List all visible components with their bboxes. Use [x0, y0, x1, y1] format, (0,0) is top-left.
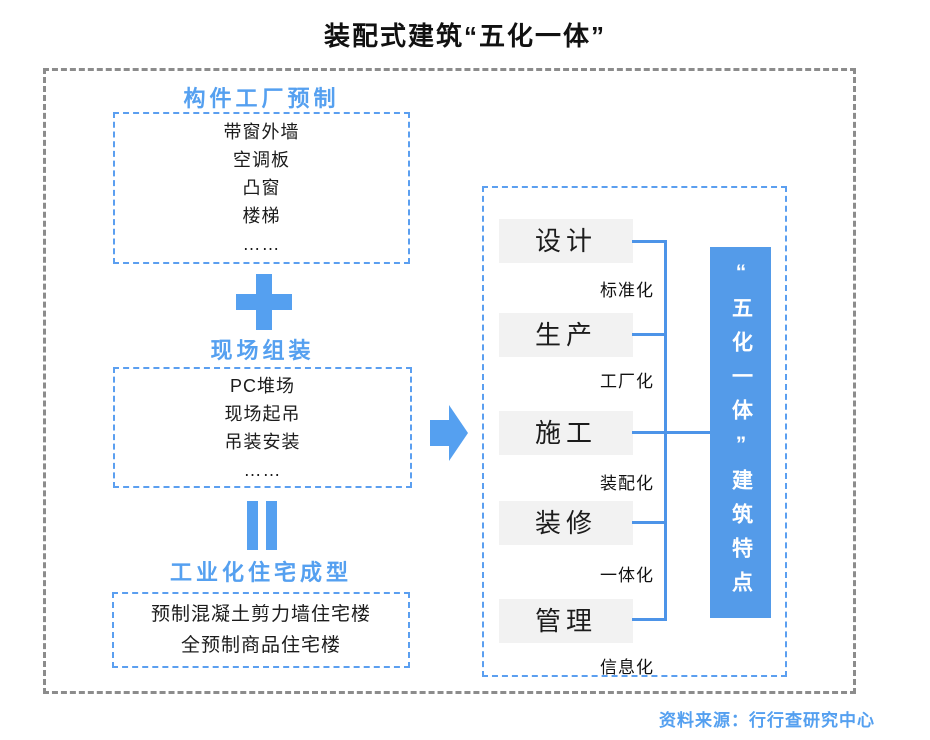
step-box-management: 管理	[499, 599, 633, 643]
stage-item: PC堆场	[229, 375, 295, 396]
equals-icon-bar	[266, 501, 277, 550]
stage-item: 现场起吊	[224, 403, 301, 424]
attr-label-integration: 一体化	[600, 566, 654, 585]
step-box-construction: 施工	[499, 411, 633, 455]
attr-label-factory: 工厂化	[600, 372, 654, 391]
stage-item: 空调板	[233, 150, 290, 170]
equals-icon	[247, 501, 277, 550]
connector-line-stub	[632, 333, 666, 336]
connector-line-stub	[632, 618, 666, 621]
step-box-decoration: 装修	[499, 501, 633, 545]
connector-line-to-result	[664, 431, 711, 434]
stage-item: 吊装安装	[224, 431, 301, 452]
stage-item: 全预制商品住宅楼	[180, 635, 341, 656]
stage-item: 带窗外墙	[223, 122, 300, 142]
stage-item: 预制混凝土剪力墙住宅楼	[150, 604, 371, 625]
stage-item-ellipsis: ……	[242, 234, 281, 254]
stage-item-ellipsis: ……	[243, 459, 282, 480]
source-note: 资料来源：行行查研究中心	[659, 711, 875, 730]
plus-icon-bar	[256, 274, 272, 330]
stage-item: 凸窗	[242, 178, 281, 198]
attr-label-information: 信息化	[600, 658, 654, 677]
attr-label-assembly: 装配化	[600, 474, 654, 493]
diagram-title: 装配式建筑“五化一体”	[323, 21, 606, 51]
stage-heading-site-assembly: 现场组装	[210, 338, 315, 363]
outer-dashed-frame	[43, 68, 856, 694]
arrow-right-icon	[430, 405, 468, 461]
stage-box-site-assembly: PC堆场 现场起吊 吊装安装 ……	[113, 367, 412, 488]
step-box-design: 设计	[499, 219, 633, 263]
stage-heading-factory-prefab: 构件工厂预制	[183, 86, 340, 111]
attr-label-standardization: 标准化	[600, 281, 654, 300]
connector-line-stub	[632, 431, 666, 434]
connector-line-vertical	[664, 240, 667, 621]
connector-line-stub	[632, 240, 666, 243]
arrow-right-icon-body	[430, 420, 450, 446]
arrow-right-icon-head	[449, 405, 468, 461]
stage-box-factory-prefab: 带窗外墙 空调板 凸窗 楼梯 ……	[113, 112, 410, 264]
stage-box-industrialized-housing: 预制混凝土剪力墙住宅楼 全预制商品住宅楼	[112, 592, 410, 668]
stage-item: 楼梯	[242, 206, 281, 226]
connector-line-stub	[632, 521, 666, 524]
step-box-production: 生产	[499, 313, 633, 357]
result-box-five-in-one: “五化一体”建筑特点	[710, 247, 771, 618]
plus-icon	[236, 274, 292, 330]
equals-icon-bar	[247, 501, 258, 550]
stage-heading-industrialized-housing: 工业化住宅成型	[169, 560, 352, 585]
